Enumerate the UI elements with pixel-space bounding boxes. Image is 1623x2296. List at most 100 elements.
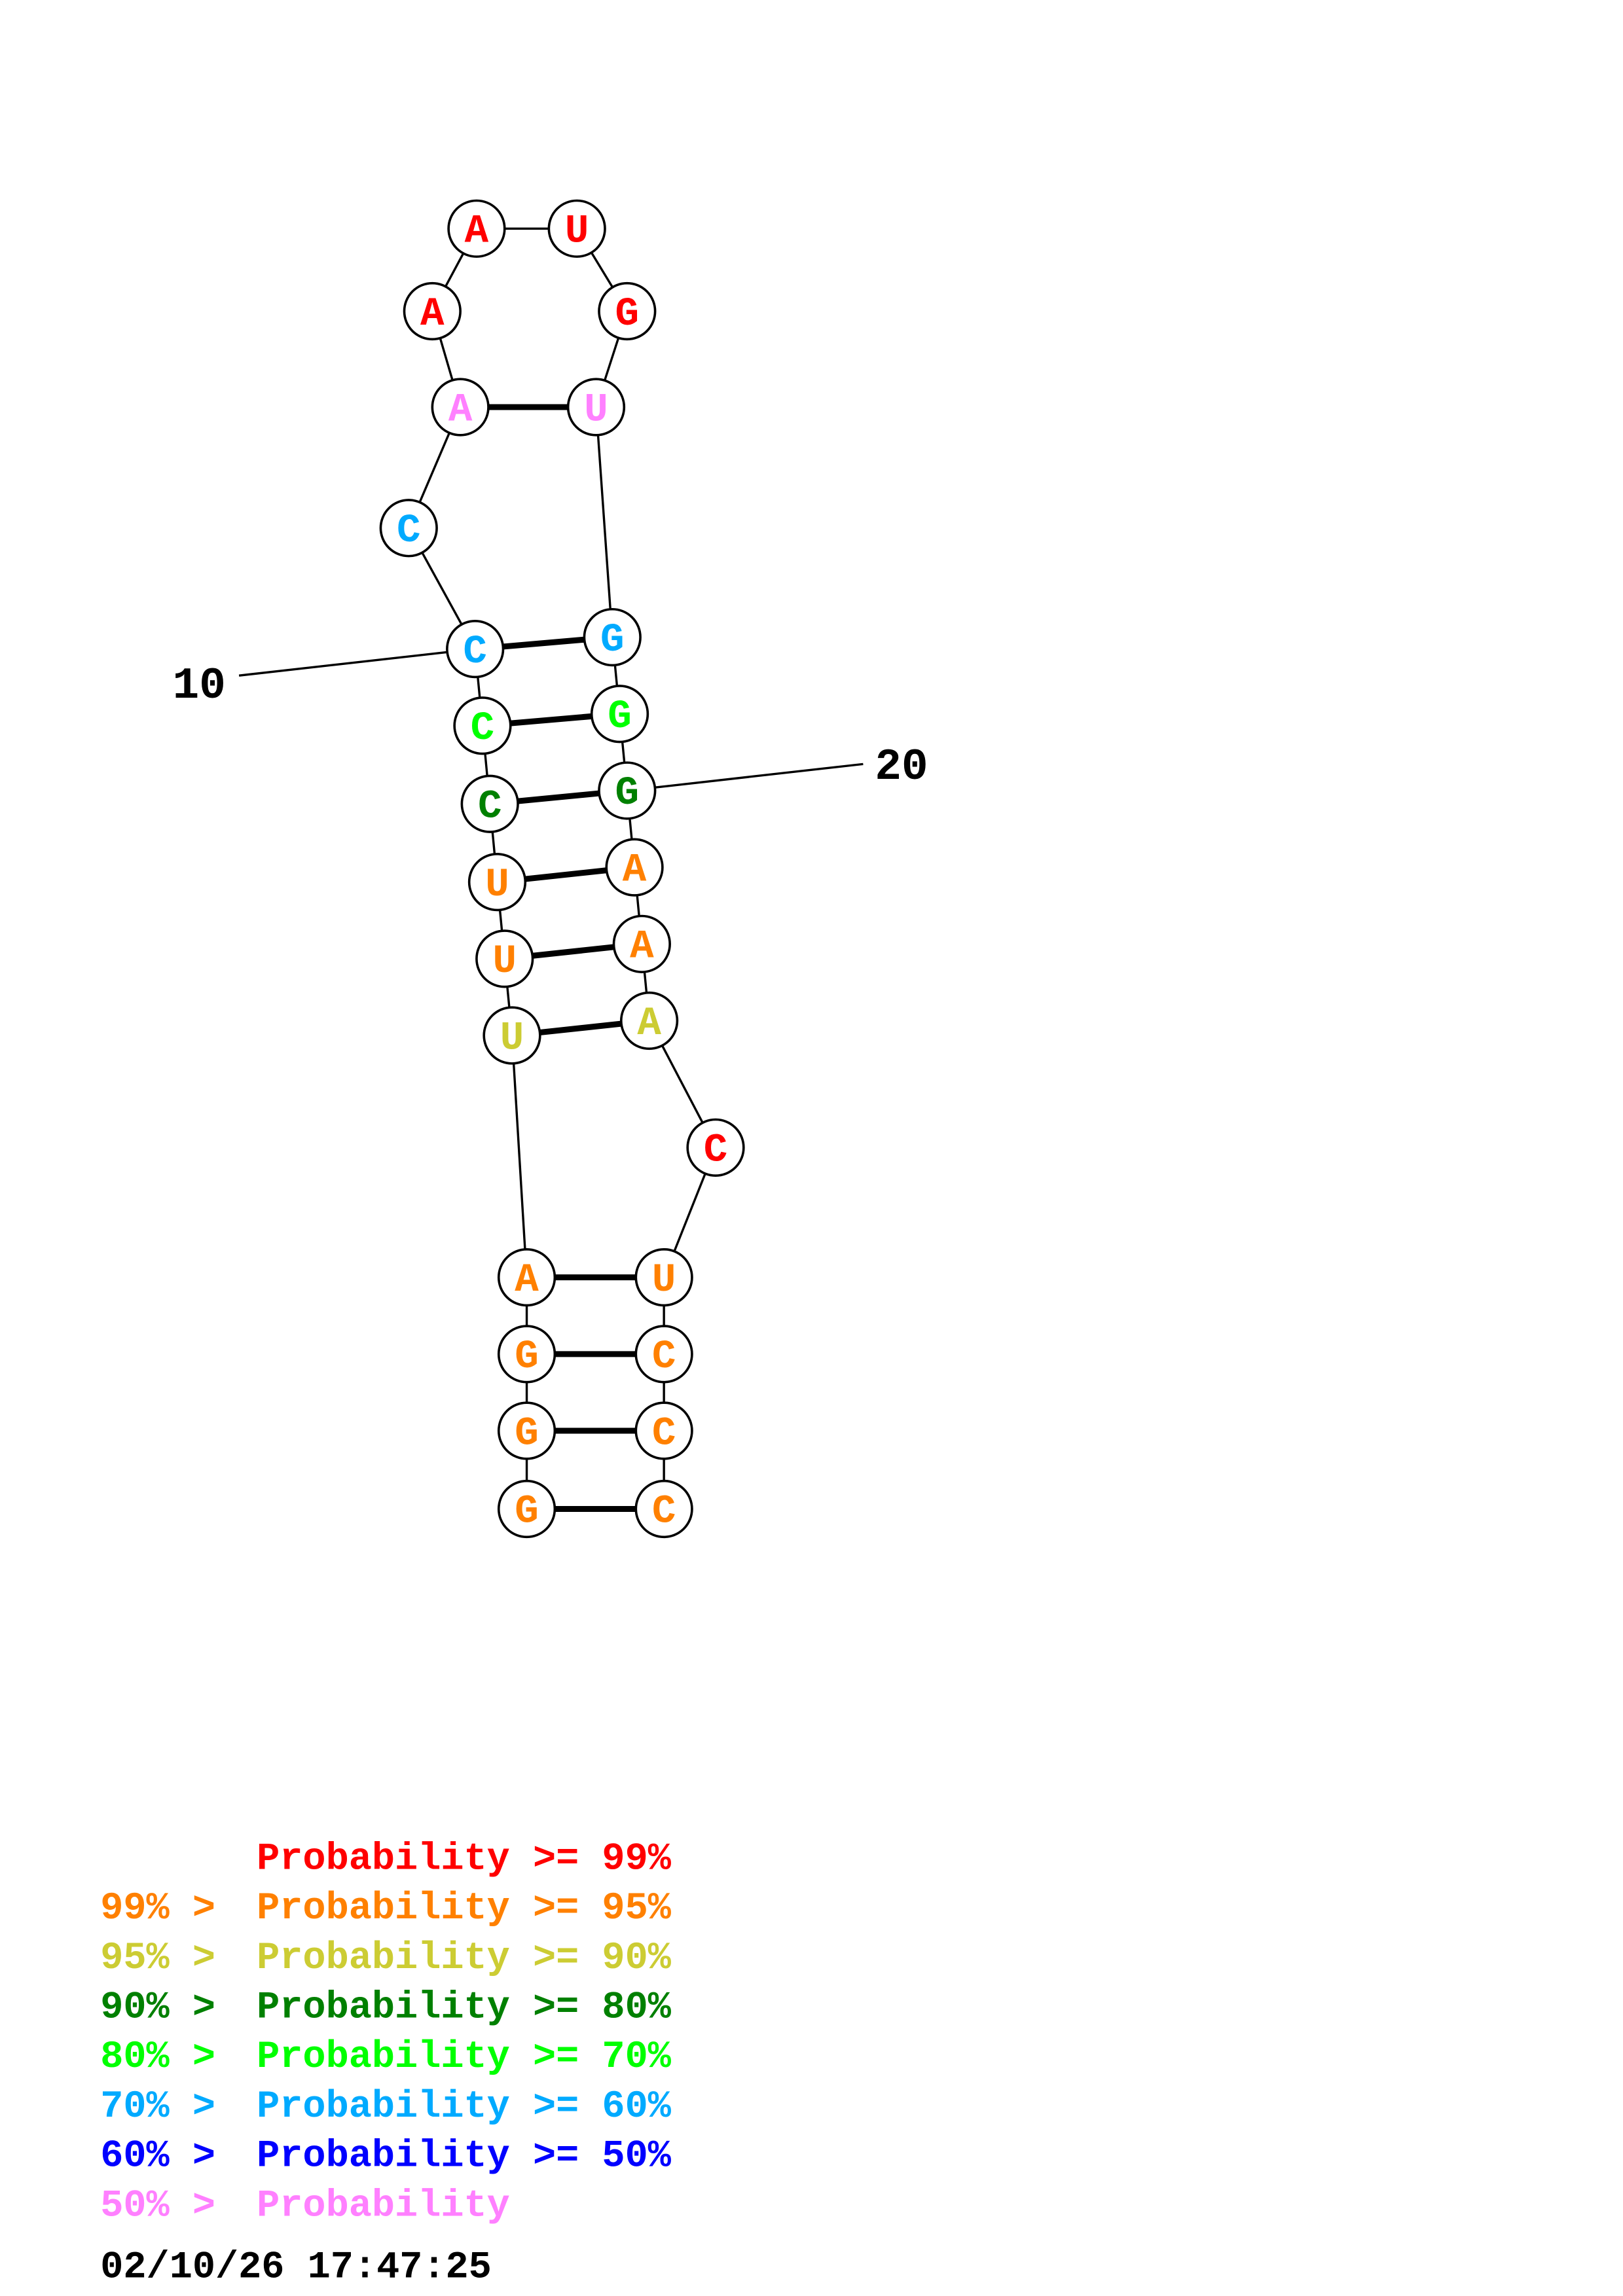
nucleotide-circle (686, 1118, 745, 1177)
nucleotide-letter: G (608, 694, 632, 740)
nucleotide-circle (379, 499, 438, 558)
nucleotide-circle (447, 199, 506, 258)
nucleotide-circle (612, 914, 671, 973)
nucleotide: C (634, 1325, 693, 1384)
nucleotide-letter: G (600, 618, 625, 663)
legend-prefix: 60% > (100, 2134, 238, 2178)
nucleotide-letter: A (623, 848, 647, 893)
nucleotide-circle (497, 1325, 556, 1384)
legend-row: 50% > Probability (100, 2183, 510, 2227)
nucleotide-circle (590, 685, 649, 744)
nucleotide-letter: C (397, 509, 421, 554)
position-tick-line (627, 762, 864, 792)
nucleotide-circle (598, 281, 657, 341)
nucleotide: G (598, 281, 657, 341)
legend-row: Probability >= 99% (257, 1837, 672, 1880)
nucleotide-letter: C (652, 1411, 676, 1456)
nucleotide-letter: C (478, 785, 502, 830)
nucleotide: U (547, 199, 606, 258)
nucleotide-letter: A (515, 1258, 539, 1303)
nucleotide-circle (403, 281, 462, 341)
nucleotide-letter: G (515, 1490, 539, 1535)
nucleotide-circle (583, 607, 642, 667)
nucleotide-letter: G (515, 1411, 539, 1456)
nucleotide-letter: U (584, 387, 608, 433)
legend-label: Probability >= 50% (257, 2134, 672, 2178)
backbone-segment (511, 1035, 528, 1278)
timestamp: 02/10/26 17:47:25 (100, 2246, 492, 2289)
nucleotide-letter: A (630, 925, 654, 970)
nucleotide-circle (431, 378, 490, 437)
nucleotide: G (497, 1401, 556, 1460)
legend-label: Probability >= 99% (257, 1837, 672, 1880)
legend-label: Probability >= 90% (257, 1936, 672, 1980)
nucleotide-letter: A (420, 292, 445, 337)
position-label: 10 (173, 662, 226, 711)
nucleotide: A (403, 281, 462, 341)
nucleotide-letter: U (565, 209, 589, 255)
nucleotide: U (467, 853, 527, 912)
legend-prefix: 70% > (100, 2085, 238, 2128)
nucleotide-letter: U (500, 1016, 524, 1061)
legend-prefix: 90% > (100, 1986, 238, 2030)
nucleotide: C (686, 1118, 745, 1177)
nucleotide-letter: A (448, 387, 473, 433)
legend-row: 95% > Probability >= 90% (100, 1936, 671, 1980)
nucleotide-circle (483, 1006, 541, 1065)
nucleotide-circle (598, 761, 657, 820)
nucleotide: G (497, 1479, 556, 1539)
nucleotide-circle (453, 696, 512, 755)
nucleotide: A (431, 378, 490, 437)
legend-prefix: 80% > (100, 2035, 238, 2079)
nucleotide-letter: G (515, 1335, 539, 1380)
nucleotide: C (634, 1479, 693, 1539)
nucleotide-circle (619, 991, 679, 1050)
nucleotide-circle (497, 1248, 556, 1307)
nucleotide: G (590, 685, 649, 744)
backbone-segment (594, 406, 613, 637)
nucleotide-letter: G (615, 292, 640, 337)
legend-row: 99% > Probability >= 95% (100, 1886, 671, 1930)
nucleotide-circle (475, 929, 534, 988)
nucleotide: G (598, 761, 657, 820)
nucleotide: C (634, 1401, 693, 1460)
nucleotide-circle (497, 1479, 556, 1539)
legend-row: 90% > Probability >= 80% (100, 1986, 671, 2030)
nucleotide-letter: U (492, 939, 517, 984)
nucleotide-letter: C (704, 1128, 728, 1174)
nucleotide: U (634, 1248, 693, 1307)
probability-legend: Probability >= 99% 99% > Probability >= 9… (100, 1837, 671, 2227)
nucleotide-letter: U (652, 1258, 676, 1303)
legend-label: Probability >= 95% (257, 1886, 672, 1930)
position-labels: 10 20 (173, 647, 928, 793)
nucleotide: A (605, 838, 664, 897)
nucleotide: U (566, 378, 626, 437)
nucleotide-circle (634, 1325, 693, 1384)
legend-row: 70% > Probability >= 60% (100, 2085, 671, 2128)
legend-label: Probability >= 70% (257, 2035, 672, 2079)
nucleotide: U (475, 929, 534, 988)
nucleotide: C (446, 619, 505, 679)
nucleotide-letter: C (463, 630, 487, 675)
nucleotide-letter: U (485, 863, 509, 908)
nucleotide-letter: G (615, 771, 640, 816)
nucleotide-circle (634, 1479, 693, 1539)
nucleotide: A (619, 991, 679, 1050)
legend-prefix: 50% > (100, 2183, 238, 2227)
legend-prefix: 99% > (100, 1886, 238, 1930)
nucleotide: C (460, 774, 519, 833)
nucleotide-circle (446, 619, 505, 679)
position-label: 20 (875, 743, 928, 793)
legend-row: 60% > Probability >= 50% (100, 2134, 671, 2178)
legend-label: Probability >= 60% (257, 2085, 672, 2128)
legend-label: Probability >= 80% (257, 1986, 672, 2030)
nucleotide-circle (605, 838, 664, 897)
nucleotide: A (497, 1248, 556, 1307)
legend-label: Probability (257, 2183, 510, 2227)
nucleotide: A (447, 199, 506, 258)
position-tick-line (238, 647, 475, 677)
nucleotide-circle (467, 853, 527, 912)
nucleotide: C (453, 696, 512, 755)
